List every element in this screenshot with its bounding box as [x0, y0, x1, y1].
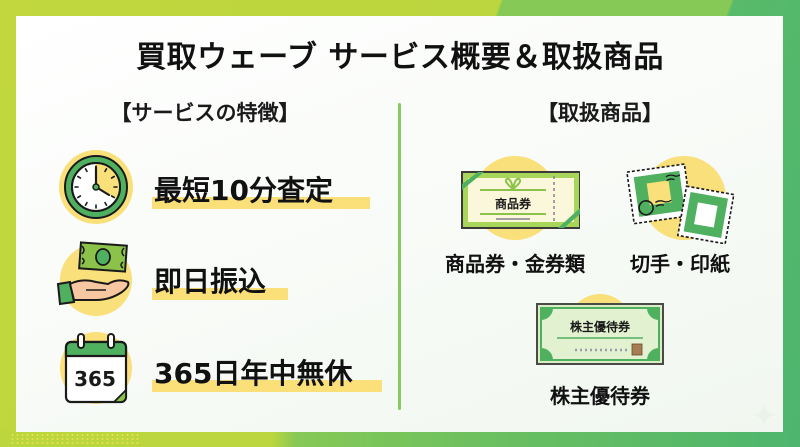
- background-bottom-band: [0, 431, 800, 447]
- feature-label: 即日振込: [154, 265, 267, 298]
- feature-item-assessment: 最短10分査定: [56, 147, 396, 227]
- feature-item-open-365: 365 365日年中無休: [56, 330, 396, 410]
- feature-label: 365日年中無休: [154, 357, 353, 390]
- voucher-text: 株主優待券: [570, 319, 631, 334]
- page-title: 買取ウェーブ サービス概要＆取扱商品: [136, 40, 664, 75]
- voucher-text: 商品券: [495, 196, 532, 211]
- gift-voucher-icon: 商品券: [450, 152, 581, 244]
- feature-item-same-day-transfer: 即日振込: [56, 238, 396, 318]
- section-divider: [398, 103, 401, 410]
- product-label: 株主優待券: [550, 384, 650, 408]
- sparkle-icon: [752, 403, 776, 427]
- clock-icon: [56, 147, 136, 227]
- feature-label: 最短10分査定: [154, 174, 333, 207]
- decorative-dots: [10, 433, 140, 445]
- highlight-bar: [152, 197, 370, 209]
- features-heading: 【サービスの特徴】: [110, 101, 300, 125]
- product-item-stamps: 切手・印紙: [605, 152, 755, 277]
- highlight-bar: [152, 380, 382, 392]
- product-item-gift-vouchers: 商品券 商品券・金券類: [430, 152, 600, 277]
- product-item-shareholder-vouchers: 株主優待券 株主優待券: [515, 290, 685, 409]
- highlight-bar: [152, 288, 288, 300]
- product-label: 商品券・金券類: [445, 252, 585, 276]
- calendar-number: 365: [74, 367, 116, 391]
- money-hand-icon: [56, 238, 136, 318]
- stamps-icon: [618, 152, 742, 245]
- product-label: 切手・印紙: [630, 252, 730, 276]
- shareholder-voucher-icon: 株主優待券: [535, 290, 665, 376]
- calendar-icon: 365: [56, 330, 136, 410]
- products-heading: 【取扱商品】: [537, 101, 663, 125]
